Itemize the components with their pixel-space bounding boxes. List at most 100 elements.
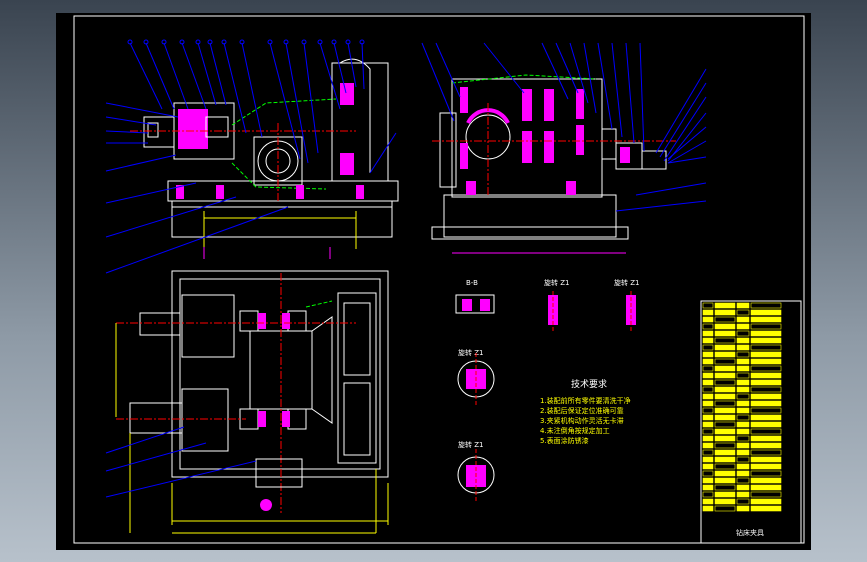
parts-list-cell	[750, 316, 782, 323]
parts-list-cell	[702, 309, 714, 316]
parts-list-cell	[736, 442, 750, 449]
parts-list-cell	[714, 372, 736, 379]
parts-list-cell	[714, 337, 736, 344]
parts-list-cell	[750, 372, 782, 379]
parts-list-cell	[736, 337, 750, 344]
parts-list-cell	[702, 463, 714, 470]
tech-line-4: 4.未注倒角按规定加工	[540, 426, 610, 435]
parts-list-cell	[750, 400, 782, 407]
parts-list-cell	[750, 435, 782, 442]
parts-list-cell	[714, 442, 736, 449]
parts-list-cell	[702, 344, 714, 351]
parts-list-cell	[736, 309, 750, 316]
title-block-caption: 钻床夹具	[736, 528, 764, 537]
parts-list-cell	[702, 407, 714, 414]
section-bb-label: B-B	[466, 279, 478, 287]
parts-list-cell	[736, 351, 750, 358]
parts-list-cell	[702, 435, 714, 442]
parts-list-cell	[736, 344, 750, 351]
parts-list-cell	[750, 302, 782, 309]
parts-list-cell	[714, 351, 736, 358]
parts-list-cell	[750, 477, 782, 484]
parts-list-cell	[714, 498, 736, 505]
parts-list-cell	[750, 498, 782, 505]
parts-list-cell	[702, 505, 714, 512]
parts-list-cell	[750, 330, 782, 337]
cad-drawing: B-B 旋转 Z1 旋转 Z1 旋转 Z1 旋转 Z1	[73, 15, 805, 544]
parts-list-cell	[714, 477, 736, 484]
parts-list-cell	[714, 470, 736, 477]
parts-list-cell	[750, 491, 782, 498]
parts-list-cell	[736, 379, 750, 386]
parts-list-cell	[714, 449, 736, 456]
sheet-border	[73, 15, 805, 544]
title-block: 钻床夹具	[700, 300, 802, 544]
parts-list-cell	[702, 477, 714, 484]
parts-list-cell	[750, 344, 782, 351]
parts-list-cell	[750, 309, 782, 316]
parts-list-cell	[714, 400, 736, 407]
parts-list-cell	[750, 337, 782, 344]
parts-list-cell	[714, 344, 736, 351]
parts-list-cell	[750, 407, 782, 414]
parts-list-cell	[750, 365, 782, 372]
parts-list-cell	[702, 491, 714, 498]
side-leaders	[421, 42, 707, 212]
parts-list-cell	[736, 372, 750, 379]
parts-list-cell	[736, 484, 750, 491]
parts-list-cell	[702, 484, 714, 491]
side-view	[431, 74, 676, 254]
parts-list-cell	[714, 323, 736, 330]
parts-list-cell	[736, 414, 750, 421]
parts-list-cell	[736, 330, 750, 337]
parts-list-cell	[750, 470, 782, 477]
parts-list-cell	[736, 386, 750, 393]
parts-list-cell	[750, 484, 782, 491]
parts-list-cell	[714, 386, 736, 393]
tech-line-2: 2.装配后保证定位准确可靠	[540, 406, 624, 415]
parts-list-cell	[702, 386, 714, 393]
parts-list-cell	[714, 365, 736, 372]
tech-line-1: 1.装配前所有零件要清洗干净	[540, 396, 631, 405]
parts-list-cell	[702, 330, 714, 337]
parts-list-cell	[714, 407, 736, 414]
parts-list-cell	[736, 435, 750, 442]
parts-list-cell	[702, 351, 714, 358]
parts-list-cell	[702, 442, 714, 449]
plan-leaders	[105, 426, 257, 498]
drawing-sheet: B-B 旋转 Z1 旋转 Z1 旋转 Z1 旋转 Z1	[56, 13, 811, 550]
parts-list-cell	[750, 449, 782, 456]
parts-list-cell	[702, 372, 714, 379]
parts-list-cell	[702, 456, 714, 463]
parts-list-cell	[736, 302, 750, 309]
parts-list-cell	[714, 309, 736, 316]
tech-line-3: 3.夹紧机构动作灵活无卡滞	[540, 416, 624, 425]
parts-list-cell	[750, 323, 782, 330]
parts-list-cell	[736, 470, 750, 477]
parts-list-cell	[736, 393, 750, 400]
parts-list-cell	[750, 393, 782, 400]
parts-list-cell	[702, 365, 714, 372]
rotated-view-label: 旋转 Z1	[544, 278, 569, 287]
parts-list-cell	[714, 330, 736, 337]
parts-list-cell	[736, 407, 750, 414]
parts-list-cell	[702, 393, 714, 400]
front-view	[130, 58, 399, 259]
plan-base	[171, 270, 389, 478]
parts-list-cell	[736, 505, 750, 512]
parts-list-cell	[736, 323, 750, 330]
parts-list-cell	[736, 365, 750, 372]
tech-title: 技术要求	[571, 378, 607, 390]
parts-list-cell	[714, 421, 736, 428]
parts-list-cell	[736, 316, 750, 323]
parts-list-cell	[702, 358, 714, 365]
front-upright	[331, 62, 389, 182]
parts-list-cell	[702, 323, 714, 330]
front-leaders	[105, 42, 397, 274]
parts-list-cell	[714, 316, 736, 323]
parts-list-cell	[736, 477, 750, 484]
parts-list-cell	[750, 358, 782, 365]
parts-list-cell	[750, 386, 782, 393]
parts-list-cell	[736, 449, 750, 456]
